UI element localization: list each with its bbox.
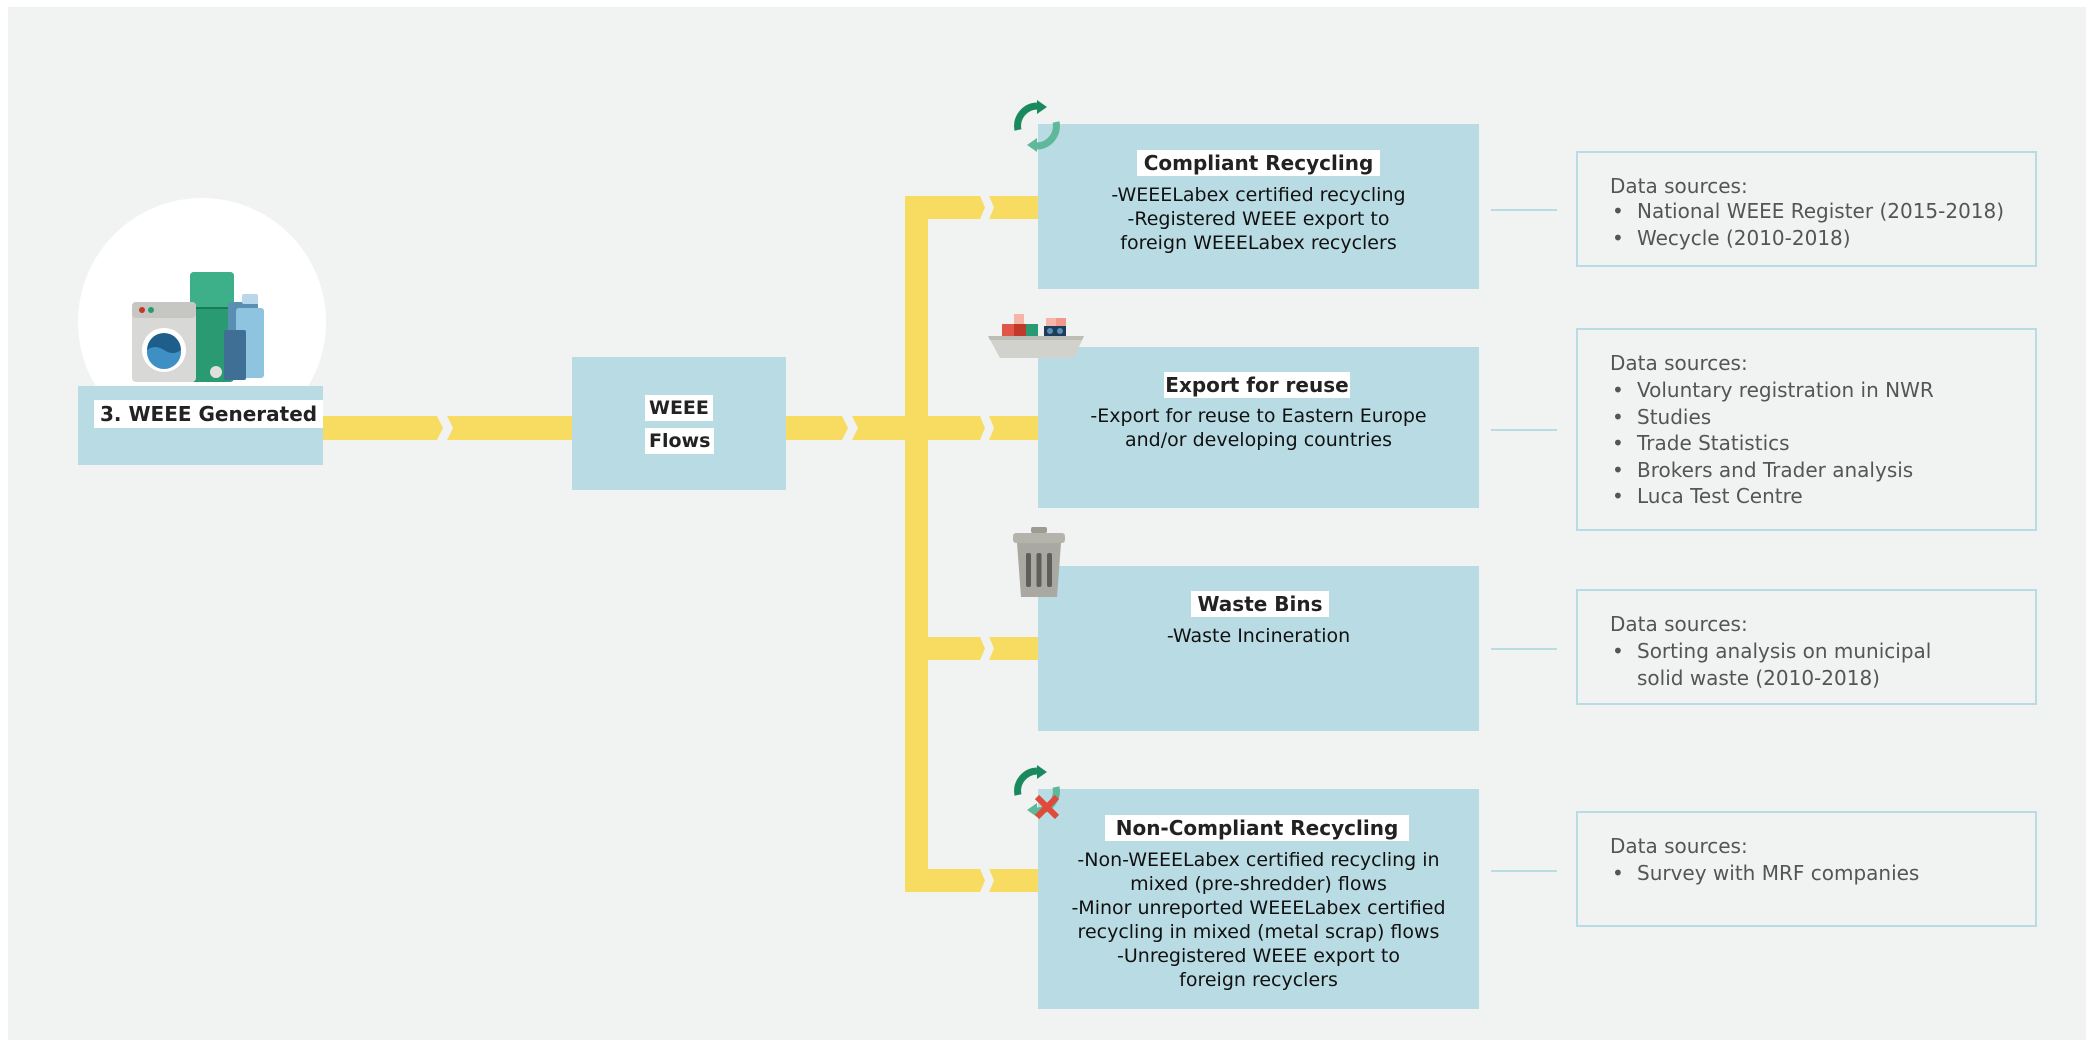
data-sources-title: Data sources: <box>1610 834 1748 858</box>
flow-title: Waste Bins <box>1191 591 1329 617</box>
flow-title: Export for reuse <box>1164 372 1350 398</box>
flow-description: -Waste Incineration <box>1166 625 1351 647</box>
flow-description: -Non-WEEELabex certified recycling in mi… <box>1071 849 1446 991</box>
data-source-item: National WEEE Register (2015-2018) <box>1610 198 2004 225</box>
flow-description: -Export for reuse to Eastern Europe and/… <box>1090 405 1427 451</box>
cargo-ship-icon <box>988 314 1084 358</box>
data-source-item: Wecycle (2010-2018) <box>1610 225 2004 252</box>
data-sources-noncompliant: Data sources: Survey with MRF companies <box>1576 811 2037 927</box>
data-sources-compliant: Data sources: National WEEE Register (20… <box>1576 151 2037 267</box>
data-sources-title: Data sources: <box>1610 351 1748 375</box>
flow-arrow-hub-to-branch <box>786 416 906 440</box>
flow-arrow-branch-noncompliant <box>905 869 1039 892</box>
data-source-item: Voluntary registration in NWR <box>1610 377 1934 404</box>
weee-flows-label-line1: WEEE <box>645 395 713 421</box>
weee-generated-label: 3. WEEE Generated <box>94 400 324 428</box>
flow-arrow-branch-waste <box>905 637 1039 660</box>
flow-arrow-source-to-hub <box>323 416 573 440</box>
recycling-arrows-icon <box>1014 100 1060 152</box>
data-source-item: Brokers and Trader analysis <box>1610 457 1934 484</box>
data-source-item: Studies <box>1610 404 1934 431</box>
flow-arrow-branch-compliant <box>905 196 1039 219</box>
weee-flows-hub <box>572 357 786 490</box>
data-sources-title: Data sources: <box>1610 174 1748 198</box>
household-appliances-icon <box>132 272 264 382</box>
data-sources-list: Survey with MRF companies <box>1610 860 1919 887</box>
flow-box-compliant-recycling: -WEEELabex certified recycling -Register… <box>1038 124 1479 289</box>
data-source-item: Trade Statistics <box>1610 430 1934 457</box>
data-source-item: Luca Test Centre <box>1610 483 1934 510</box>
flow-title: Compliant Recycling <box>1137 150 1380 176</box>
data-sources-title: Data sources: <box>1610 612 1748 636</box>
flow-title: Non-Compliant Recycling <box>1105 815 1409 841</box>
weee-flows-label-line2: Flows <box>645 428 715 454</box>
trash-bin-icon <box>1013 527 1065 597</box>
data-sources-export: Data sources: Voluntary registration in … <box>1576 328 2037 531</box>
data-source-item: Survey with MRF companies <box>1610 860 1919 887</box>
connector-noncompliant <box>1491 870 1557 872</box>
data-sources-waste: Data sources: Sorting analysis on munici… <box>1576 589 2037 705</box>
data-source-item: Sorting analysis on municipal solid wast… <box>1610 638 1931 691</box>
recycling-crossed-icon <box>1014 765 1060 820</box>
flow-description: -WEEELabex certified recycling -Register… <box>1111 184 1406 254</box>
connector-compliant <box>1491 209 1557 211</box>
data-sources-list: Voluntary registration in NWR Studies Tr… <box>1610 377 1934 510</box>
connector-export <box>1491 429 1557 431</box>
data-sources-list: Sorting analysis on municipal solid wast… <box>1610 638 1931 691</box>
connector-waste <box>1491 648 1557 650</box>
flow-trunk <box>905 196 928 892</box>
flow-arrow-branch-export <box>905 416 1039 440</box>
data-sources-list: National WEEE Register (2015-2018) Wecyc… <box>1610 198 2004 251</box>
